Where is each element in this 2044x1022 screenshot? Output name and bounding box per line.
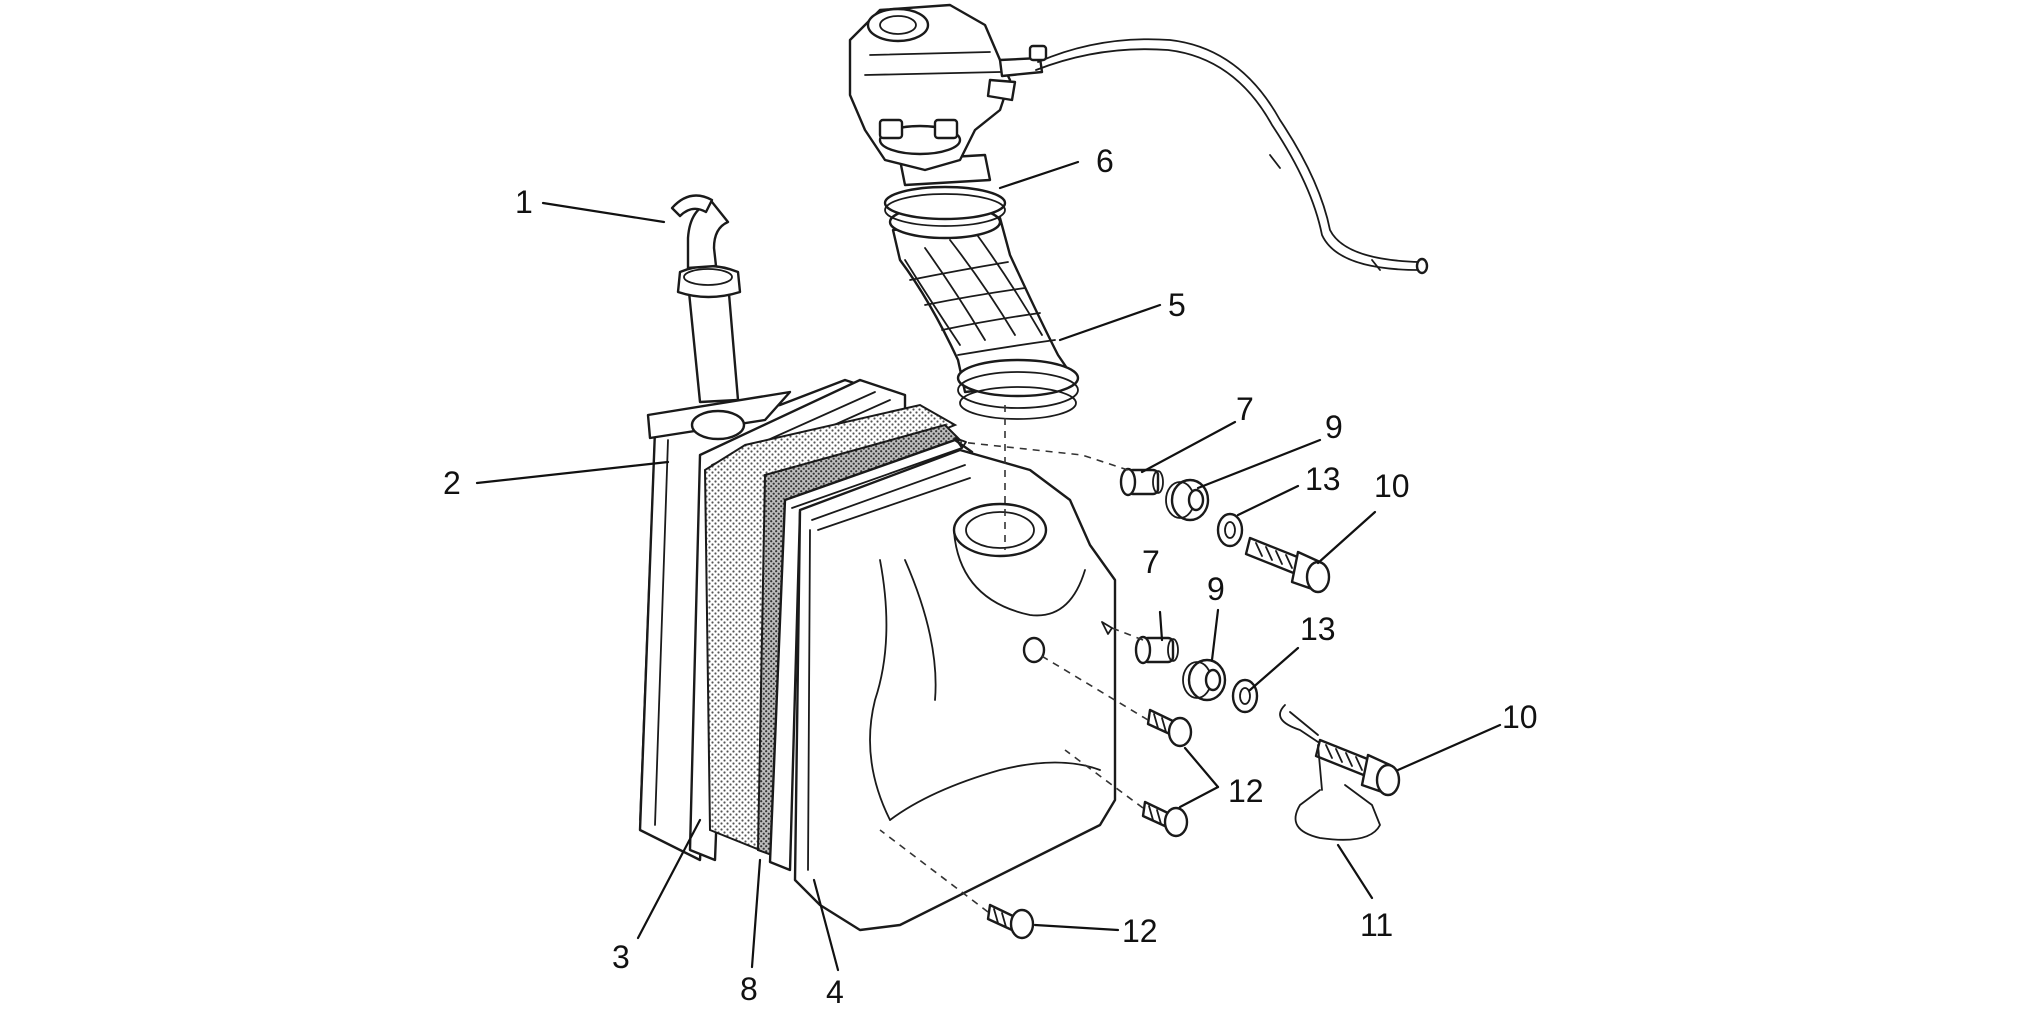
- air-inlet-tube: [670, 194, 742, 404]
- callout-9-upper: 9: [1325, 409, 1343, 445]
- callout-10-upper: 10: [1374, 468, 1410, 504]
- callout-11: 11: [1360, 907, 1393, 943]
- screw-12-a: [1146, 708, 1193, 748]
- callout-9-lower: 9: [1207, 571, 1225, 607]
- spacer-lower: [1134, 635, 1179, 665]
- callout-1: 1: [515, 184, 533, 220]
- callout-13-upper: 13: [1305, 461, 1341, 497]
- callout-5: 5: [1168, 287, 1186, 323]
- bolt-upper: [1244, 536, 1331, 594]
- callout-4: 4: [826, 974, 844, 1010]
- assembly-guide-lines: [879, 405, 1149, 913]
- callout-7-lower: 7: [1142, 544, 1160, 580]
- screw-12-b: [1141, 800, 1189, 838]
- bolt-lower: [1314, 738, 1401, 797]
- callout-12-bottom: 12: [1122, 913, 1158, 949]
- callout-7-upper: 7: [1236, 391, 1254, 427]
- carburettor: [848, 3, 1429, 275]
- callout-3: 3: [612, 939, 630, 975]
- leader-lines: [475, 160, 1502, 972]
- grommet-upper: [1165, 478, 1210, 522]
- wire-bracket: [1279, 704, 1381, 841]
- callout-10-lower: 10: [1502, 699, 1538, 735]
- spacer-upper: [1119, 467, 1164, 497]
- upper-bolt-assembly: [1119, 467, 1331, 594]
- grommet-lower: [1182, 658, 1227, 702]
- callout-8: 8: [740, 971, 758, 1007]
- screw-12-c: [986, 903, 1035, 940]
- callout-12-right: 12: [1228, 773, 1264, 809]
- callout-6: 6: [1096, 143, 1114, 179]
- air-box-front-cover: [793, 448, 1117, 932]
- callout-labels: 1 2 3 4 5 6 7 7 8 9 9 10 10 11 12 12 13 …: [443, 143, 1538, 1010]
- washer-upper: [1216, 512, 1244, 548]
- callout-2: 2: [443, 465, 461, 501]
- washer-lower: [1231, 678, 1259, 714]
- intake-boot: [888, 204, 1080, 420]
- callout-13-lower: 13: [1300, 611, 1336, 647]
- lower-bolt-assembly: [1134, 635, 1401, 841]
